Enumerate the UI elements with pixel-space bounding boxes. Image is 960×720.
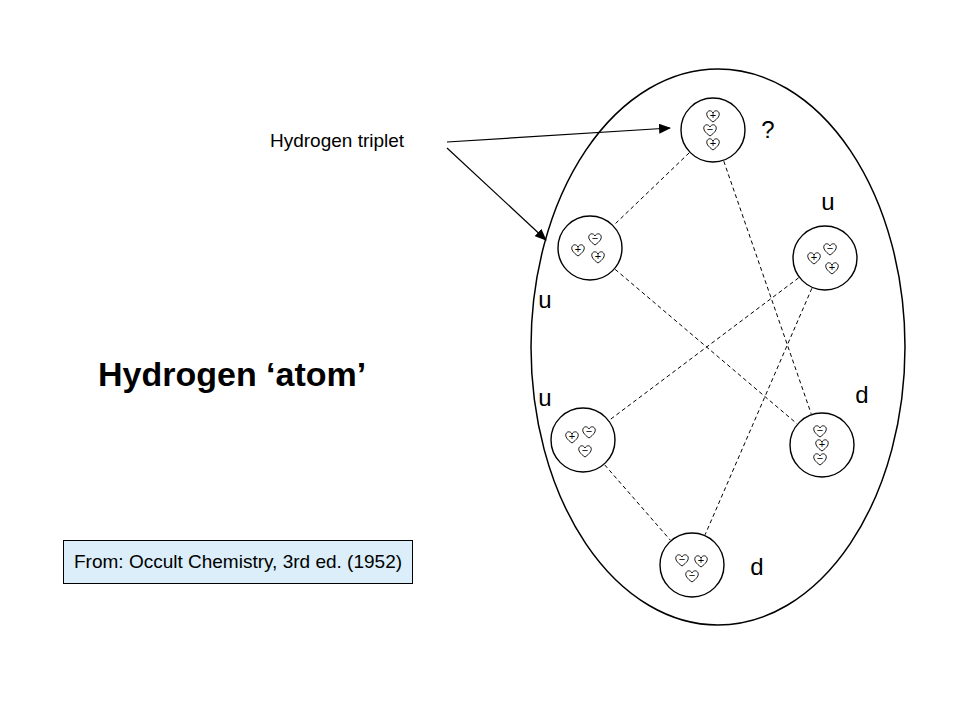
charge-sign: − [813,423,827,437]
quark-letter: d [750,554,763,580]
charge-sign: − [685,568,699,582]
dashed-connector [605,465,671,540]
heart-mark: + [571,243,585,257]
heart-mark: − [813,424,827,438]
heart-mark: − [685,569,699,583]
oval-line [531,69,905,625]
charge-sign: + [571,242,585,256]
heart-mark: + [694,554,708,568]
dashed-connector [705,288,812,534]
quark-letter: ? [761,117,774,143]
callout-label: Hydrogen triplet [270,130,404,152]
quark-letter: u [538,385,551,411]
dashed-connector [609,278,798,420]
charge-sign: − [578,443,592,457]
dashed-connector [615,269,797,423]
circle-line [790,413,854,477]
charge-sign: − [582,424,596,438]
charge-sign: + [694,553,708,567]
quark-letter: u [538,287,551,313]
heart-mark: + [807,251,821,265]
heart-mark: − [823,242,837,256]
triplet-circle: d−+− [659,532,725,598]
circle-outline [659,532,725,598]
charge-sign: + [807,250,821,264]
circle-line [793,226,857,290]
charge-sign: + [825,260,839,274]
leader-line [447,128,670,142]
circle-outline [550,407,616,473]
dashed-connector [614,153,689,225]
circle-line [551,408,615,472]
heart-mark: + [706,137,720,151]
charge-sign: − [675,552,689,566]
leader-line [447,148,546,240]
atom-oval: ?+−+u+−+u+−+u+−−d−+−d−+− [530,68,906,626]
circle-line [681,98,745,162]
dashed-connector [724,161,811,414]
quark-letter: d [855,382,868,408]
quark-letter: u [821,189,834,215]
triplet-circle: u+−− [550,407,616,473]
heart-mark: − [582,425,596,439]
heart-mark: + [565,430,579,444]
triplet-circle: u+−+ [557,215,623,281]
heart-mark: − [703,123,717,137]
circle-outline [557,215,623,281]
charge-sign: − [703,122,717,136]
heart-mark: − [813,452,827,466]
charge-sign: + [706,108,720,122]
charge-sign: + [591,249,605,263]
heart-mark: + [825,261,839,275]
heart-mark: + [591,250,605,264]
circle-outline [792,225,858,291]
heart-mark: − [675,553,689,567]
triplet-circle: u+−+ [792,225,858,291]
heart-mark: + [815,438,829,452]
charge-sign: − [588,231,602,245]
charge-sign: + [565,429,579,443]
heart-mark: + [706,109,720,123]
heart-mark: − [578,444,592,458]
charge-sign: − [813,451,827,465]
caption-box: From: Occult Chemistry, 3rd ed. (1952) [63,540,413,584]
charge-sign: + [815,437,829,451]
charge-sign: − [823,241,837,255]
circle-line [558,216,622,280]
circle-line [660,533,724,597]
heart-mark: − [588,232,602,246]
title: Hydrogen ‘atom’ [98,355,366,394]
charge-sign: + [706,136,720,150]
triplet-circle: d−+− [789,412,855,478]
triplet-circle: ?+−+ [680,97,746,163]
